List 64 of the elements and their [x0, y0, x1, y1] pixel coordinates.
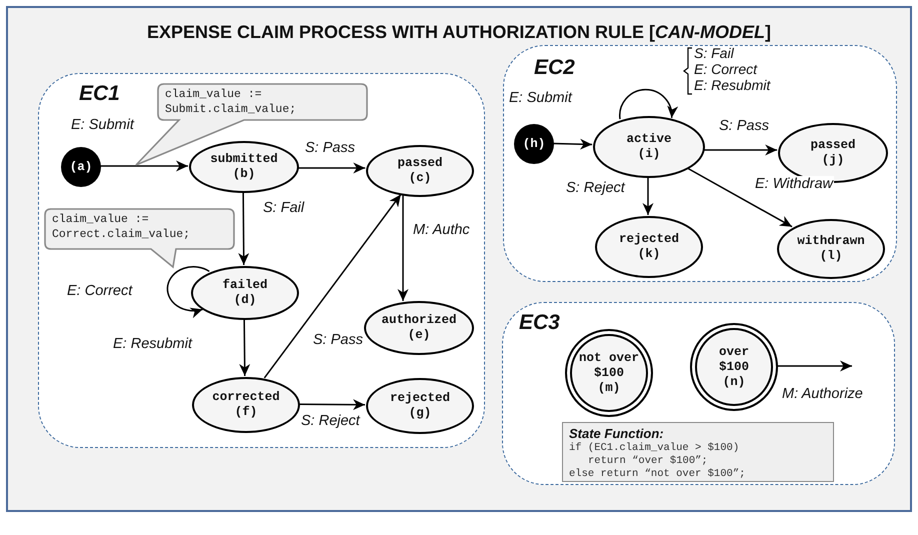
- state-ellipse: [191, 266, 299, 320]
- state-id: (a): [70, 160, 92, 174]
- arrow: [704, 144, 778, 156]
- arrow: [299, 399, 365, 410]
- state-id: (i): [638, 147, 660, 162]
- state-name: corrected: [212, 390, 280, 405]
- speech-callout: [44, 208, 235, 270]
- group-container: [503, 45, 897, 282]
- initial-state-circle: [61, 147, 101, 187]
- diagram-title: EXPENSE CLAIM PROCESS WITH AUTHORIZATION RULE [CAN-MODEL]: [146, 22, 772, 43]
- state-id: (h): [522, 136, 546, 152]
- initial-state-circle: [514, 124, 554, 164]
- group-container: [38, 73, 485, 448]
- state-name: passed: [810, 138, 856, 153]
- arrow: [264, 194, 402, 378]
- arrow: [687, 167, 792, 228]
- state-name: passed: [397, 156, 442, 171]
- state-id: (c): [408, 171, 432, 186]
- code-text: claim_value := Correct.claim_value;: [52, 212, 192, 242]
- state-id: (j): [822, 153, 844, 168]
- group-label: EC1: [79, 82, 120, 106]
- transition-label: S: Fail: [694, 45, 734, 61]
- edge-label: S: Reject: [565, 180, 626, 197]
- arrow: [642, 177, 654, 215]
- arrow: [398, 194, 408, 301]
- code-line: return “over $100”;: [587, 455, 709, 468]
- group-label: EC2: [534, 56, 575, 80]
- state-ellipse: [777, 219, 885, 279]
- state-id: (g): [408, 406, 432, 421]
- group-container: [502, 302, 895, 485]
- state-name: active: [626, 132, 672, 147]
- state-id: (n): [722, 374, 746, 390]
- code-line: else return “not over $100”;: [569, 468, 746, 481]
- code-line: if (EC1.claim_value > $100): [569, 442, 740, 455]
- arrow: [298, 162, 366, 174]
- code-box: [562, 422, 834, 482]
- state-name: rejected: [618, 232, 679, 247]
- state-name: authorized: [381, 313, 456, 328]
- arrow: [238, 192, 250, 265]
- transition-label: E: Correct: [694, 61, 758, 77]
- state-id: (k): [638, 247, 660, 262]
- state-id: (e): [408, 328, 430, 343]
- arrow: [239, 319, 250, 376]
- state-name: rejected: [390, 391, 450, 406]
- self-loop-arrow: [619, 88, 678, 120]
- arrow: [777, 360, 852, 372]
- state-name: not over $100: [578, 350, 640, 380]
- function-heading: State Function:: [569, 426, 665, 442]
- state-id: (m): [598, 380, 620, 396]
- group-label: EC3: [519, 311, 560, 335]
- transition-label: E: Resubmit: [694, 77, 770, 93]
- state-id: (b): [232, 167, 256, 182]
- edge-label: S: Reject: [300, 413, 361, 430]
- state-name: submitted: [210, 152, 278, 167]
- state-id: (f): [234, 405, 258, 420]
- state-name: withdrawn: [797, 234, 865, 249]
- state-id: (l): [820, 249, 842, 264]
- arrow: [100, 160, 188, 172]
- state-name: failed: [222, 278, 268, 293]
- self-loop-arrow: [166, 266, 210, 318]
- state-id: (d): [234, 293, 256, 308]
- arrow: [552, 138, 592, 150]
- code-text: claim_value := Submit.claim_value;: [165, 87, 298, 117]
- state-name: over $100: [718, 344, 750, 374]
